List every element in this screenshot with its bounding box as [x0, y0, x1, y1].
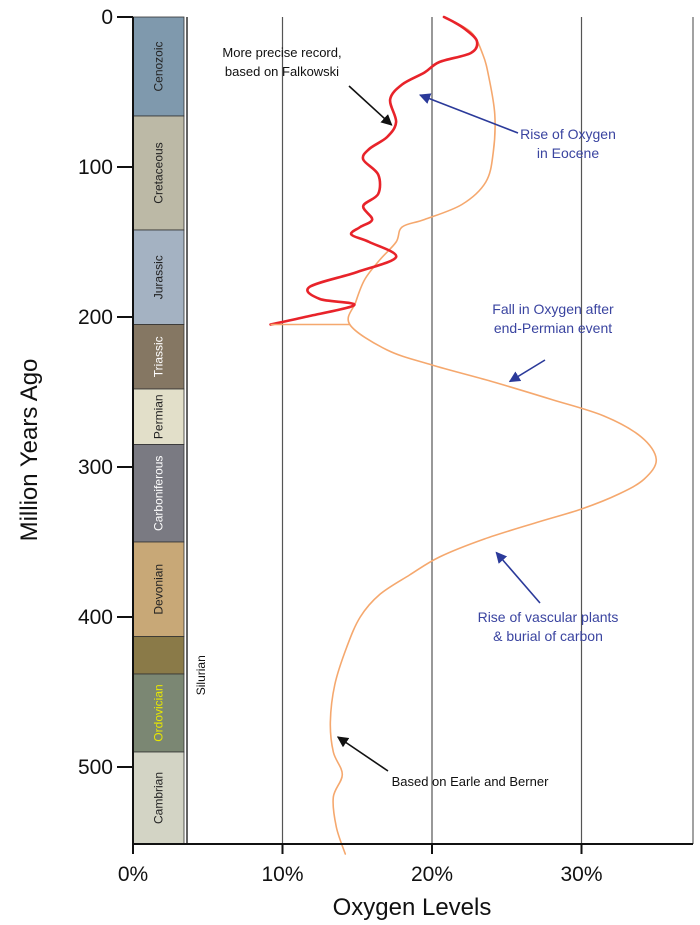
x-tick-label-20: 20% — [411, 863, 453, 886]
period-band-silurian — [132, 636, 185, 675]
annotation-text-vascular-1: Rise of vascular plants — [478, 609, 619, 625]
y-tick-label-400: 400 — [78, 606, 113, 629]
period-label-ordovician: Ordovician — [152, 684, 166, 741]
oxygen-series — [269, 15, 658, 855]
annotation-text-eocene-2: in Eocene — [537, 145, 599, 161]
annotation-arrow-earle — [336, 736, 389, 772]
annotations: More precise record, based on FalkowskiRi… — [222, 45, 618, 789]
annotation-text-earle-1: Based on Earle and Berner — [392, 774, 549, 789]
series-line-falkowski — [269, 15, 479, 326]
annotation-arrow-vascular — [495, 551, 541, 604]
period-label-cambrian: Cambrian — [152, 772, 166, 824]
period-label-cretaceous: Cretaceous — [152, 142, 166, 203]
annotation-arrow-eocene — [418, 93, 519, 134]
period-label-devonian: Devonian — [152, 564, 166, 615]
period-label-permian: Permian — [152, 394, 166, 439]
period-band-cenozoic — [132, 16, 185, 117]
annotation-text-falkowski-1: More precise record, — [222, 45, 341, 60]
series-line-earle-berner — [329, 16, 658, 855]
x-tick-label-30: 30% — [560, 863, 602, 886]
y-axis-title: Million Years Ago — [16, 359, 43, 542]
annotation-arrow-falkowski — [348, 85, 393, 126]
period-label-cenozoic: Cenozoic — [152, 41, 166, 91]
x-tick-label-0: 0% — [118, 863, 148, 886]
period-label-triassic: Triassic — [152, 336, 166, 377]
annotation-text-falkowski-2: based on Falkowski — [225, 64, 339, 79]
axes: 0 100 200 300 400 500 0% 10% 20% 30% — [78, 6, 693, 886]
period-band-cretaceous — [132, 115, 185, 231]
period-label-jurassic: Jurassic — [152, 255, 166, 299]
x-tick-label-10: 10% — [261, 863, 303, 886]
annotation-text-permian-2: end-Permian event — [494, 320, 612, 336]
y-tick-label-300: 300 — [78, 456, 113, 479]
geologic-periods: CenozoicCretaceousJurassicTriassicPermia… — [132, 16, 208, 845]
y-tick-label-500: 500 — [78, 756, 113, 779]
annotation-text-eocene-1: Rise of Oxygen — [520, 126, 616, 142]
period-band-triassic — [132, 324, 185, 390]
annotation-text-permian-1: Fall in Oxygen after — [492, 301, 614, 317]
x-axis-title: Oxygen Levels — [333, 894, 492, 921]
y-tick-label-100: 100 — [78, 156, 113, 179]
annotation-text-vascular-2: & burial of carbon — [493, 628, 603, 644]
period-label-carboniferous: Carboniferous — [152, 456, 166, 531]
period-band-carboniferous — [132, 444, 185, 543]
silurian-label: Silurian — [194, 655, 208, 695]
y-tick-label-200: 200 — [78, 306, 113, 329]
y-tick-label-0: 0 — [101, 6, 113, 29]
annotation-arrow-permian — [508, 359, 546, 383]
vertical-gridlines — [186, 17, 694, 844]
period-band-jurassic — [132, 229, 185, 325]
